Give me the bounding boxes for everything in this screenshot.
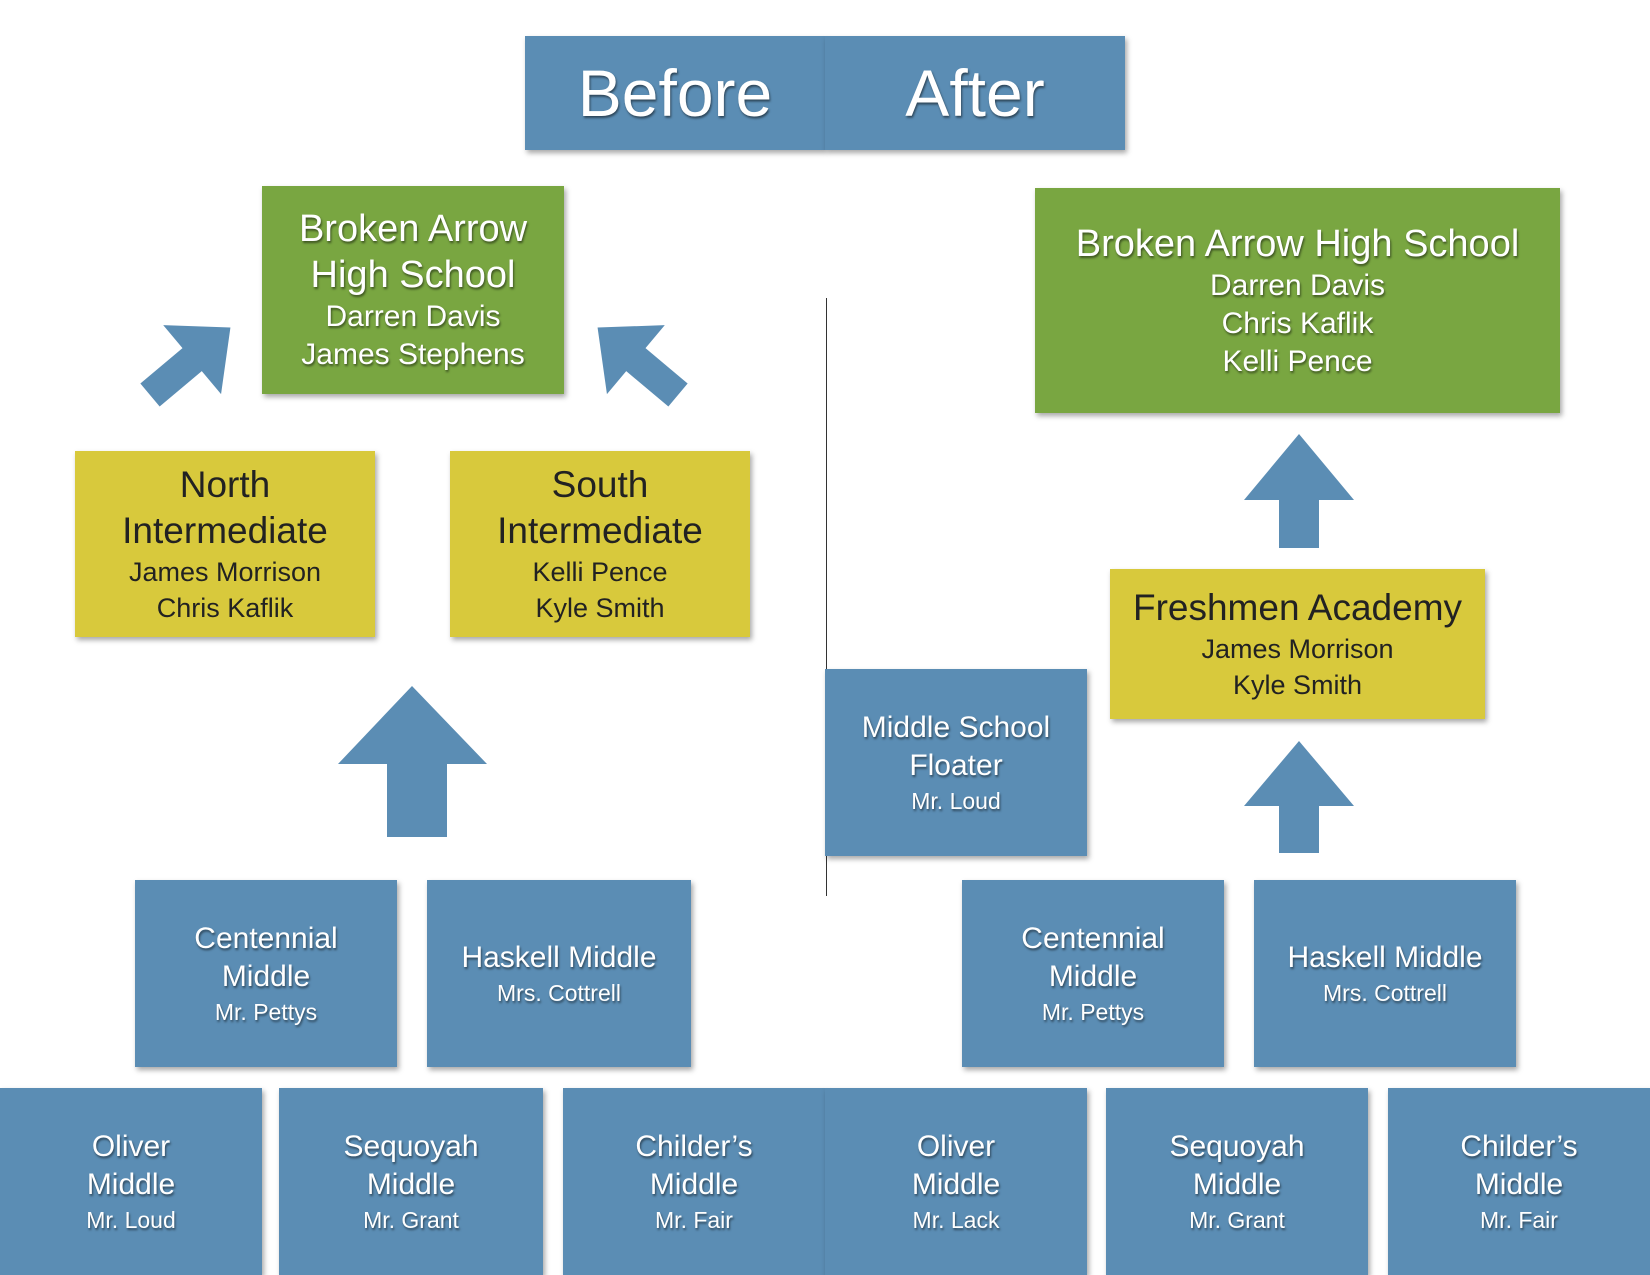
after-hs-staff-3: Kelli Pence [1222,344,1373,378]
after-sequoyah-box: Sequoyah Middle Mr. Grant [1106,1088,1368,1275]
north-name-2: Intermediate [122,510,328,551]
before-childers-name-2: Middle [649,1167,739,1201]
north-staff-1: James Morrison [128,557,322,587]
middle-school-floater-box: Middle School Floater Mr. Loud [825,669,1087,856]
arrow-freshmen-to-hs-icon [1244,434,1354,548]
after-oliver-box: Oliver Middle Mr. Lack [825,1088,1087,1275]
arrow-south-to-hs-icon [597,325,688,407]
freshmen-staff-2: Kyle Smith [1232,670,1363,700]
after-hs-name: Broken Arrow High School [1075,222,1520,265]
south-staff-1: Kelli Pence [532,557,668,587]
before-centennial-staff: Mr. Pettys [214,998,318,1025]
before-high-school-box: Broken Arrow High School Darren Davis Ja… [262,186,564,394]
before-sequoyah-box: Sequoyah Middle Mr. Grant [279,1088,543,1275]
north-name-1: North [179,464,271,505]
after-oliver-name-1: Oliver [916,1129,996,1163]
after-childers-name-1: Childer’s [1460,1129,1578,1163]
after-centennial-name-1: Centennial [1021,921,1165,955]
after-sequoyah-staff: Mr. Grant [1189,1206,1285,1233]
after-haskell-name: Haskell Middle [1287,940,1483,974]
after-sequoyah-name-2: Middle [1192,1167,1282,1201]
before-header: Before [525,36,825,150]
after-childers-staff: Mr. Fair [1480,1206,1558,1233]
floater-name-2: Floater [909,748,1003,782]
north-staff-2: Chris Kaflik [156,593,294,623]
after-childers-box: Childer’s Middle Mr. Fair [1388,1088,1650,1275]
after-haskell-box: Haskell Middle Mrs. Cottrell [1254,880,1516,1067]
south-staff-2: Kyle Smith [535,593,665,623]
after-oliver-staff: Mr. Lack [912,1206,1000,1233]
before-oliver-name-1: Oliver [91,1129,171,1163]
after-header-label: After [905,56,1045,130]
after-hs-staff-2: Chris Kaflik [1221,306,1374,340]
before-haskell-box: Haskell Middle Mrs. Cottrell [427,880,691,1067]
after-centennial-box: Centennial Middle Mr. Pettys [962,880,1224,1067]
before-header-label: Before [577,56,773,130]
before-hs-name-1: Broken Arrow [298,208,528,250]
south-name-1: South [551,464,649,505]
north-intermediate-box: North Intermediate James Morrison Chris … [75,451,375,637]
freshmen-name: Freshmen Academy [1132,587,1463,628]
freshmen-academy-box: Freshmen Academy James Morrison Kyle Smi… [1110,569,1485,719]
before-oliver-name-2: Middle [86,1167,176,1201]
before-centennial-box: Centennial Middle Mr. Pettys [135,880,397,1067]
freshmen-staff-1: James Morrison [1201,634,1394,664]
after-hs-staff-1: Darren Davis [1209,268,1386,302]
arrow-middles-to-intermediates-icon [338,686,487,837]
after-sequoyah-name-1: Sequoyah [1169,1129,1305,1163]
after-high-school-box: Broken Arrow High School Darren Davis Ch… [1035,188,1560,413]
after-centennial-staff: Mr. Pettys [1041,998,1145,1025]
before-sequoyah-name-1: Sequoyah [343,1129,479,1163]
after-oliver-name-2: Middle [911,1167,1001,1201]
floater-staff: Mr. Loud [911,787,1001,814]
before-childers-name-1: Childer’s [635,1129,753,1163]
before-oliver-staff: Mr. Loud [86,1206,176,1233]
divider-line [826,298,827,896]
before-sequoyah-name-2: Middle [366,1167,456,1201]
south-intermediate-box: South Intermediate Kelli Pence Kyle Smit… [450,451,750,637]
before-childers-box: Childer’s Middle Mr. Fair [563,1088,825,1275]
before-haskell-name: Haskell Middle [461,940,657,974]
before-haskell-staff: Mrs. Cottrell [497,979,621,1006]
arrow-middles-to-freshmen-icon [1244,741,1354,853]
after-header: After [825,36,1125,150]
before-hs-staff-2: James Stephens [301,338,525,371]
arrow-north-to-hs-icon [140,325,231,407]
before-hs-name-2: High School [310,254,516,296]
before-oliver-box: Oliver Middle Mr. Loud [0,1088,262,1275]
after-haskell-staff: Mrs. Cottrell [1323,979,1447,1006]
after-centennial-name-2: Middle [1048,959,1138,993]
before-childers-staff: Mr. Fair [655,1206,733,1233]
after-childers-name-2: Middle [1474,1167,1564,1201]
floater-name-1: Middle School [861,710,1051,744]
south-name-2: Intermediate [497,510,703,551]
before-sequoyah-staff: Mr. Grant [363,1206,459,1233]
before-hs-staff-1: Darren Davis [325,300,501,333]
before-centennial-name-1: Centennial [194,921,338,955]
before-centennial-name-2: Middle [221,959,311,993]
